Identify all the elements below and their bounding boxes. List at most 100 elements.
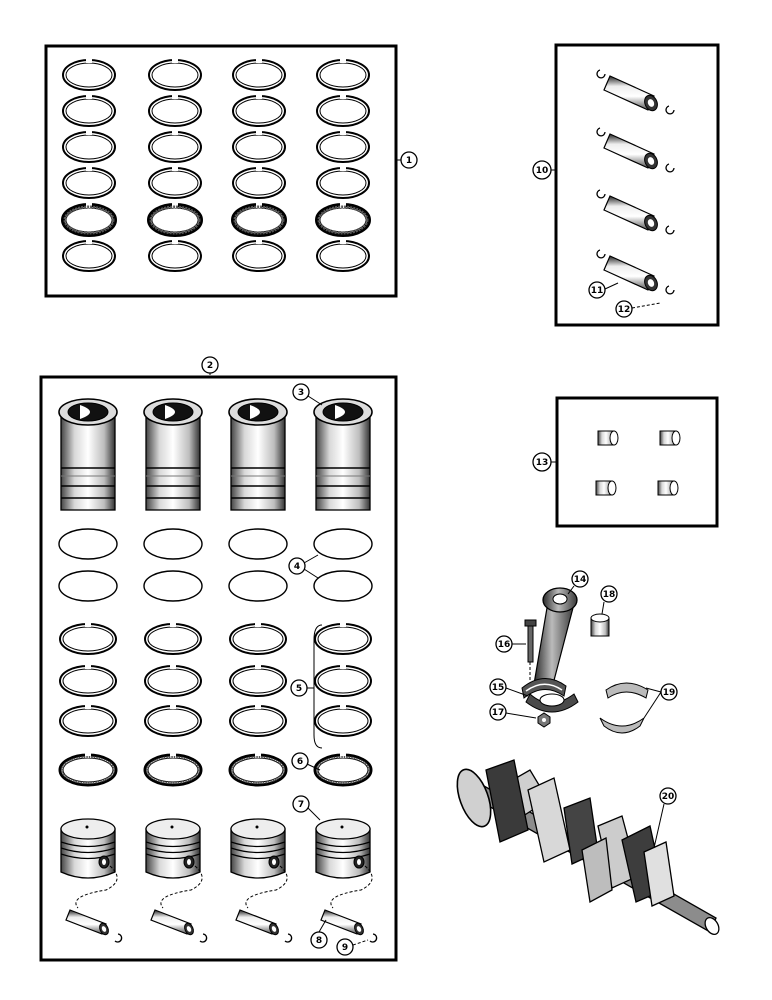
piston-pin bbox=[603, 255, 658, 292]
callout-16: 16 bbox=[495, 635, 526, 653]
retainer-clip bbox=[114, 933, 123, 943]
callout-8: 8 bbox=[310, 919, 328, 949]
retainer-clip bbox=[369, 933, 378, 943]
callout-12: 12 bbox=[615, 300, 661, 318]
piston-ring bbox=[316, 239, 370, 272]
piston-ring bbox=[232, 166, 286, 199]
liner-seal-ring bbox=[228, 528, 288, 560]
piston-ring bbox=[148, 130, 202, 163]
callout-7-label: 7 bbox=[298, 800, 304, 810]
piston-ring bbox=[232, 239, 286, 272]
piston-pin bbox=[603, 75, 658, 112]
callout-12-label: 12 bbox=[618, 305, 631, 315]
rod-bushing bbox=[590, 613, 610, 637]
piston-ring bbox=[59, 664, 117, 697]
piston-pin bbox=[150, 909, 194, 936]
piston-ring bbox=[62, 58, 116, 91]
callout-20: 20 bbox=[653, 787, 677, 849]
callout-14: 14 bbox=[567, 570, 589, 595]
callout-16-label: 16 bbox=[498, 640, 511, 650]
piston-pin bbox=[65, 909, 109, 936]
piston-ring bbox=[59, 704, 117, 737]
rod-bearings bbox=[599, 682, 649, 734]
piston bbox=[60, 818, 116, 879]
piston-pin bbox=[603, 133, 658, 170]
liner-seal-ring bbox=[58, 570, 118, 602]
retainer-clip bbox=[665, 105, 675, 115]
piston-ring bbox=[62, 130, 116, 163]
piston-ring bbox=[314, 704, 372, 737]
piston-pin-panel bbox=[554, 43, 720, 327]
piston-pin bbox=[320, 909, 364, 936]
callout-20-label: 20 bbox=[662, 792, 675, 802]
bushings bbox=[595, 430, 681, 496]
crankshaft bbox=[456, 759, 720, 936]
retainer-clip bbox=[596, 127, 606, 137]
piston-ring bbox=[62, 239, 116, 272]
rod-bolt bbox=[524, 619, 537, 680]
cylinder-liner bbox=[228, 398, 288, 511]
piston-ring bbox=[148, 58, 202, 91]
piston-ring bbox=[148, 94, 202, 127]
callout-17: 17 bbox=[489, 703, 537, 721]
piston-ring bbox=[148, 239, 202, 272]
cylinder-liner bbox=[58, 398, 118, 511]
callout-10: 10 bbox=[532, 160, 556, 180]
ring-set-panel bbox=[44, 44, 398, 298]
piston-ring bbox=[232, 58, 286, 91]
callout-11-label: 11 bbox=[591, 286, 604, 296]
piston-ring bbox=[144, 622, 202, 655]
callout-6: 6 bbox=[291, 752, 321, 771]
callout-3: 3 bbox=[292, 383, 323, 406]
cylinder-liner bbox=[313, 398, 373, 511]
liner-seal-ring bbox=[143, 570, 203, 602]
callout-4-label: 4 bbox=[294, 562, 300, 572]
callout-4: 4 bbox=[288, 554, 319, 579]
piston-ring bbox=[314, 622, 372, 655]
rod-nut bbox=[537, 712, 551, 728]
bushing bbox=[659, 430, 681, 446]
sleeve-kit-parts bbox=[58, 398, 378, 943]
piston-ring bbox=[229, 664, 287, 697]
piston-ring bbox=[144, 704, 202, 737]
piston-ring bbox=[232, 94, 286, 127]
callout-15-label: 15 bbox=[492, 683, 505, 693]
piston-ring bbox=[316, 130, 370, 163]
callout-6-label: 6 bbox=[297, 757, 303, 767]
bushing bbox=[597, 430, 619, 446]
piston-ring bbox=[316, 58, 370, 91]
retainer-clip bbox=[199, 933, 208, 943]
retainer-clip bbox=[596, 189, 606, 199]
bushing-panel bbox=[555, 396, 719, 528]
piston bbox=[145, 818, 201, 879]
callout-18: 18 bbox=[600, 585, 618, 615]
piston-ring bbox=[62, 94, 116, 127]
cylinder-liner bbox=[143, 398, 203, 511]
callout-8-label: 8 bbox=[316, 936, 322, 946]
callout-5: 5 bbox=[290, 624, 323, 749]
callout-11: 11 bbox=[588, 281, 619, 299]
piston-ring bbox=[316, 166, 370, 199]
callout-19-label: 19 bbox=[663, 688, 676, 698]
retainer-clip bbox=[596, 69, 606, 79]
piston-ring bbox=[148, 166, 202, 199]
callout-14-label: 14 bbox=[574, 575, 587, 585]
sleeve-kit-panel bbox=[39, 375, 398, 962]
callout-13: 13 bbox=[532, 452, 557, 472]
piston-ring bbox=[232, 130, 286, 163]
ring-set-rings bbox=[61, 58, 371, 272]
piston-ring bbox=[229, 704, 287, 737]
piston-ring bbox=[59, 622, 117, 655]
piston-pins bbox=[596, 69, 675, 295]
liner-seal-ring bbox=[313, 528, 373, 560]
rod-cap bbox=[525, 693, 579, 713]
piston-ring bbox=[147, 203, 203, 237]
piston-ring bbox=[144, 664, 202, 697]
assembly-path bbox=[330, 865, 373, 909]
retainer-clip bbox=[284, 933, 293, 943]
liner-seal-ring bbox=[228, 570, 288, 602]
piston-ring bbox=[229, 622, 287, 655]
callout-17-label: 17 bbox=[492, 708, 505, 718]
assembly-path bbox=[160, 865, 203, 909]
